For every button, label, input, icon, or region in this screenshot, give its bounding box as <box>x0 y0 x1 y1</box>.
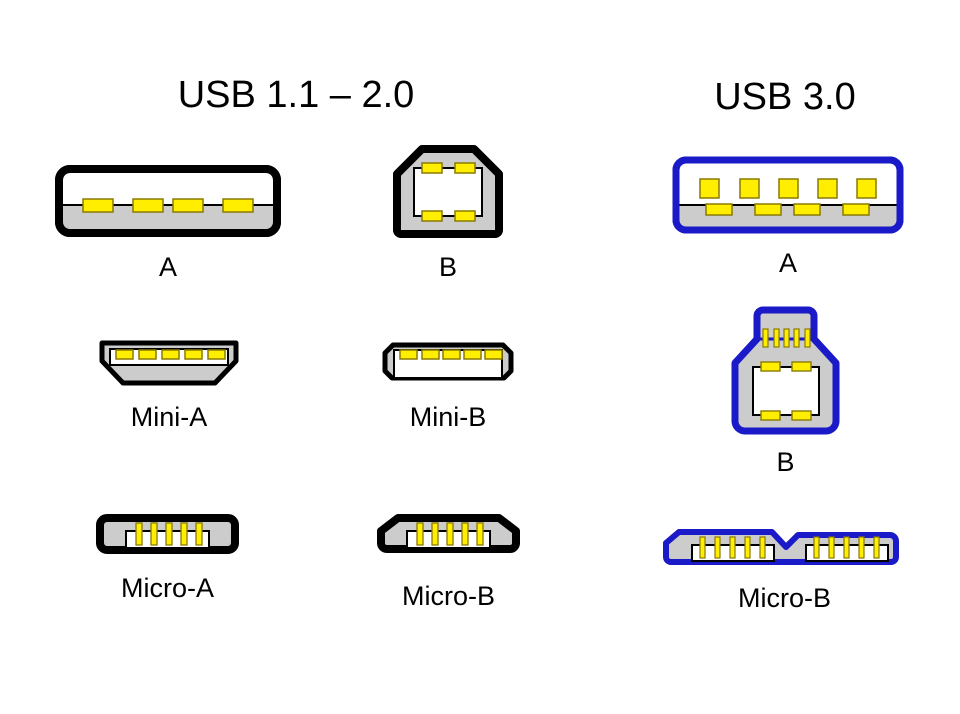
usb3-section-heading: USB 3.0 <box>714 76 856 118</box>
mini-a-shell <box>99 340 239 386</box>
usb3-a-connector <box>672 156 904 234</box>
usb-a-shell <box>55 165 281 237</box>
usb-mini-a-connector <box>98 339 240 387</box>
usb3-a-label: A <box>778 248 797 278</box>
usb-micro-a-connector <box>95 513 240 555</box>
usb-micro-a-label: Micro-A <box>121 573 214 603</box>
mini-a-pins <box>115 349 226 360</box>
usb3-micro-b-connector <box>662 527 907 567</box>
usb3-b-body-pins <box>760 361 812 421</box>
usb3-b-chimney-pins <box>762 328 811 348</box>
usb-a-label: A <box>158 252 177 282</box>
mini-b-pins <box>399 349 503 360</box>
usb-b-connector <box>392 144 504 238</box>
usb-mini-b-connector <box>381 341 515 382</box>
usb-micro-b-label: Micro-B <box>402 581 495 611</box>
usb3-b-inner-cavity <box>752 366 820 416</box>
usb-a-connector <box>55 165 281 237</box>
usb-b-inner-cavity <box>413 167 483 217</box>
usb-b-label: B <box>438 252 457 282</box>
usb2-section-heading: USB 1.1 – 2.0 <box>177 74 415 116</box>
usb-mini-a-label: Mini-A <box>130 402 208 432</box>
micro-a-pins <box>135 522 203 546</box>
usb-micro-b-connector <box>376 513 521 555</box>
usb-b-pins <box>421 162 476 222</box>
usb3-micro-b-right-pins <box>813 536 880 559</box>
usb3-micro-b-left-pins <box>699 536 766 559</box>
usb3-micro-b-label: Micro-B <box>738 583 831 613</box>
usb3-b-shell <box>731 306 840 435</box>
usb3-a-top-pins <box>699 178 877 199</box>
usb3-b-connector <box>727 305 844 437</box>
usb3-b-label: B <box>776 447 795 477</box>
usb-b-shell <box>393 145 503 238</box>
micro-b-pins <box>416 522 484 546</box>
usb-mini-b-label: Mini-B <box>409 402 487 432</box>
usb3-a-bottom-pins <box>705 203 870 216</box>
usb-a-pins <box>82 198 254 213</box>
